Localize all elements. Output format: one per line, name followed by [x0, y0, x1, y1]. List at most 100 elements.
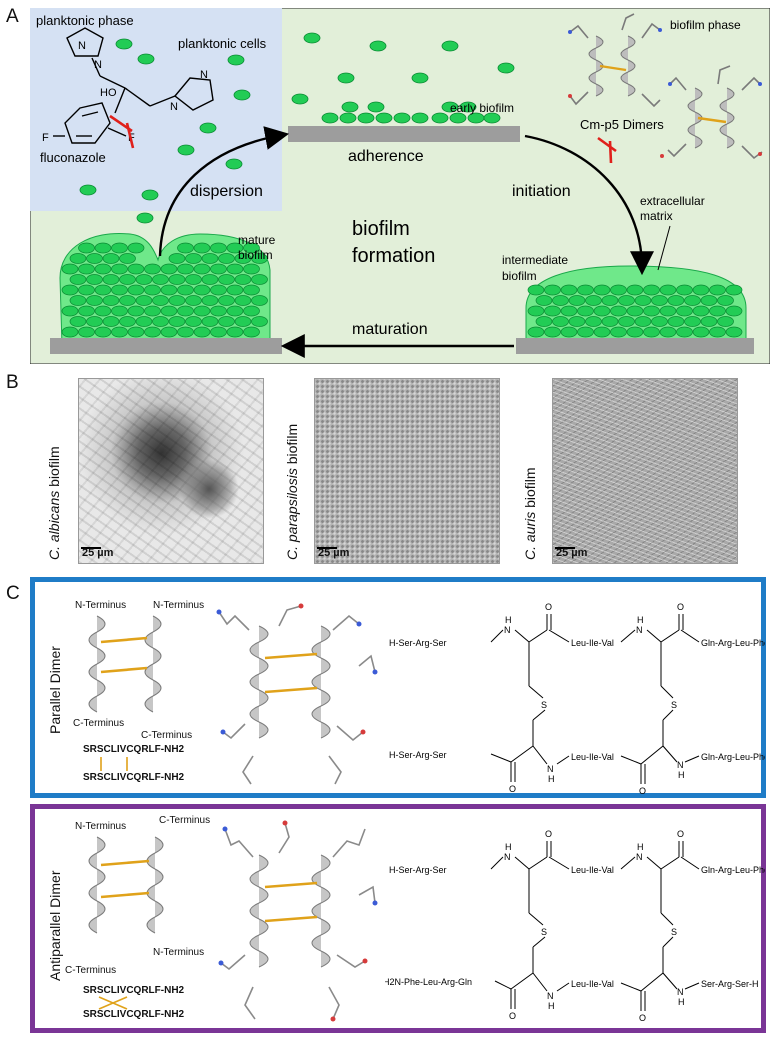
atom-n: N [677, 987, 684, 997]
biofilm-cell [560, 305, 578, 317]
mature-biofilm-label: biofilm [238, 248, 273, 262]
biofilm-cell [210, 263, 227, 275]
biofilm-cell [218, 316, 235, 327]
atom-o: O [639, 786, 646, 796]
biofilm-cell [709, 326, 726, 338]
biofilm-cell [61, 326, 79, 338]
biofilm-cell [111, 326, 128, 338]
biofilm-cell [725, 305, 743, 317]
biofilm-cell [218, 253, 235, 264]
biofilm-cell [234, 295, 252, 306]
parapsilosis-label: C. parapsilosis biofilm [284, 423, 300, 560]
n-terminus-label: N-Terminus [153, 600, 205, 611]
biofilm-cell [193, 284, 211, 296]
sequence-1: SRSCLIVCQRLF-NH2 [83, 985, 185, 996]
biofilm-cell [234, 316, 252, 327]
biofilm-cell [626, 284, 644, 296]
biofilm-cell [568, 316, 586, 327]
antiparallel-chemical-structure: H-Ser-Arg-Ser Leu-Ile-Val Gln-Arg-Leu-Ph… [385, 829, 765, 1023]
atom-n: N [547, 991, 554, 1001]
scale-label: 25 µm [556, 547, 588, 559]
biofilm-cell [651, 295, 668, 306]
biofilm-cell [601, 295, 619, 306]
atom-n: N [636, 852, 643, 862]
biofilm-cell [111, 305, 128, 317]
parallel-chemical-structure: H-Ser-Arg-Ser Leu-Ile-Val Gln-Arg-Leu-Ph… [389, 602, 765, 796]
auris-label: C. auris biofilm [522, 467, 538, 560]
atom-n: N [200, 69, 208, 81]
biofilm-cell [86, 316, 103, 327]
biofilm-cell [527, 326, 545, 338]
atom-s: S [671, 927, 677, 937]
chem-fragment: H-Ser-Arg-Ser [389, 638, 447, 648]
biofilm-cell [610, 284, 627, 296]
atom-h: H [548, 1001, 555, 1011]
chem-fragment: Leu-Ile-Val [571, 638, 614, 648]
biofilm-cell [210, 305, 227, 317]
biofilm-cell [201, 295, 219, 306]
n-terminus-label: N-Terminus [75, 600, 127, 611]
biofilm-cell [168, 295, 186, 306]
biofilm-cell [577, 284, 594, 296]
atom-o: O [677, 829, 684, 839]
biofilm-cell [243, 263, 260, 275]
biofilm-cell [218, 274, 235, 285]
sequence-1: SRSCLIVCQRLF-NH2 [83, 744, 185, 755]
biofilm-cell [61, 263, 79, 275]
biofilm-cell [160, 326, 178, 338]
biofilm-cell [201, 253, 219, 264]
biofilm-cell [78, 326, 95, 338]
atom-h: H [505, 615, 512, 625]
scale-label: 25 µm [82, 547, 114, 559]
biofilm-cell [193, 263, 211, 275]
biofilm-cell [659, 284, 677, 296]
disulfide-links [98, 996, 128, 1010]
biofilm-cell [177, 326, 194, 338]
intermediate-label: intermediate [502, 253, 568, 267]
atom-s: S [541, 927, 547, 937]
biofilm-cell [527, 305, 545, 317]
biofilm-cell [676, 284, 693, 296]
planktonic-region [30, 8, 282, 211]
hydroxyl-label: HO [100, 87, 117, 99]
biofilm-cell [676, 326, 693, 338]
biofilm-cell [577, 305, 594, 317]
biofilm-cell [243, 284, 260, 296]
biofilm-cell [700, 295, 718, 306]
biofilm-cell [725, 284, 743, 296]
maturation-label: maturation [352, 321, 428, 338]
albicans-label: C. albicans biofilm [46, 446, 62, 560]
biofilm-cell [560, 284, 578, 296]
biofilm-cell [568, 295, 586, 306]
atom-o: O [639, 1013, 646, 1023]
atom-n: N [78, 40, 86, 52]
initiation-arrow [524, 134, 654, 276]
biofilm-cell [168, 274, 186, 285]
biofilm-cell [226, 263, 244, 275]
biofilm-cell [544, 305, 561, 317]
fluconazole-structure [53, 27, 214, 144]
biofilm-cell [676, 305, 693, 317]
biofilm-cell [552, 316, 569, 327]
sequence-2: SRSCLIVCQRLF-NH2 [83, 1009, 185, 1020]
biofilm-cell [626, 326, 644, 338]
biofilm-cell [69, 295, 87, 306]
biofilm-cell [585, 295, 602, 306]
biofilm-cell [535, 316, 553, 327]
scale-label: 25 µm [318, 547, 350, 559]
biofilm-cell [160, 305, 178, 317]
mature-biofilm-cells [61, 242, 268, 338]
biofilm-cell [111, 263, 128, 275]
chem-fragment: Ser-Arg-Ser-H [701, 979, 759, 989]
biofilm-cell [667, 295, 685, 306]
biofilm-cell [119, 274, 136, 285]
biofilm-cell [102, 274, 120, 285]
biofilm-cell [185, 253, 202, 264]
biofilm-cell [717, 295, 734, 306]
biofilm-cell [160, 263, 178, 275]
chem-fragment: Leu-Ile-Val [571, 979, 614, 989]
biofilm-word: biofilm [352, 218, 410, 240]
atom-o: O [509, 784, 516, 794]
matrix-pointer [657, 225, 671, 271]
cm-p5-dimer-structure [568, 13, 763, 160]
